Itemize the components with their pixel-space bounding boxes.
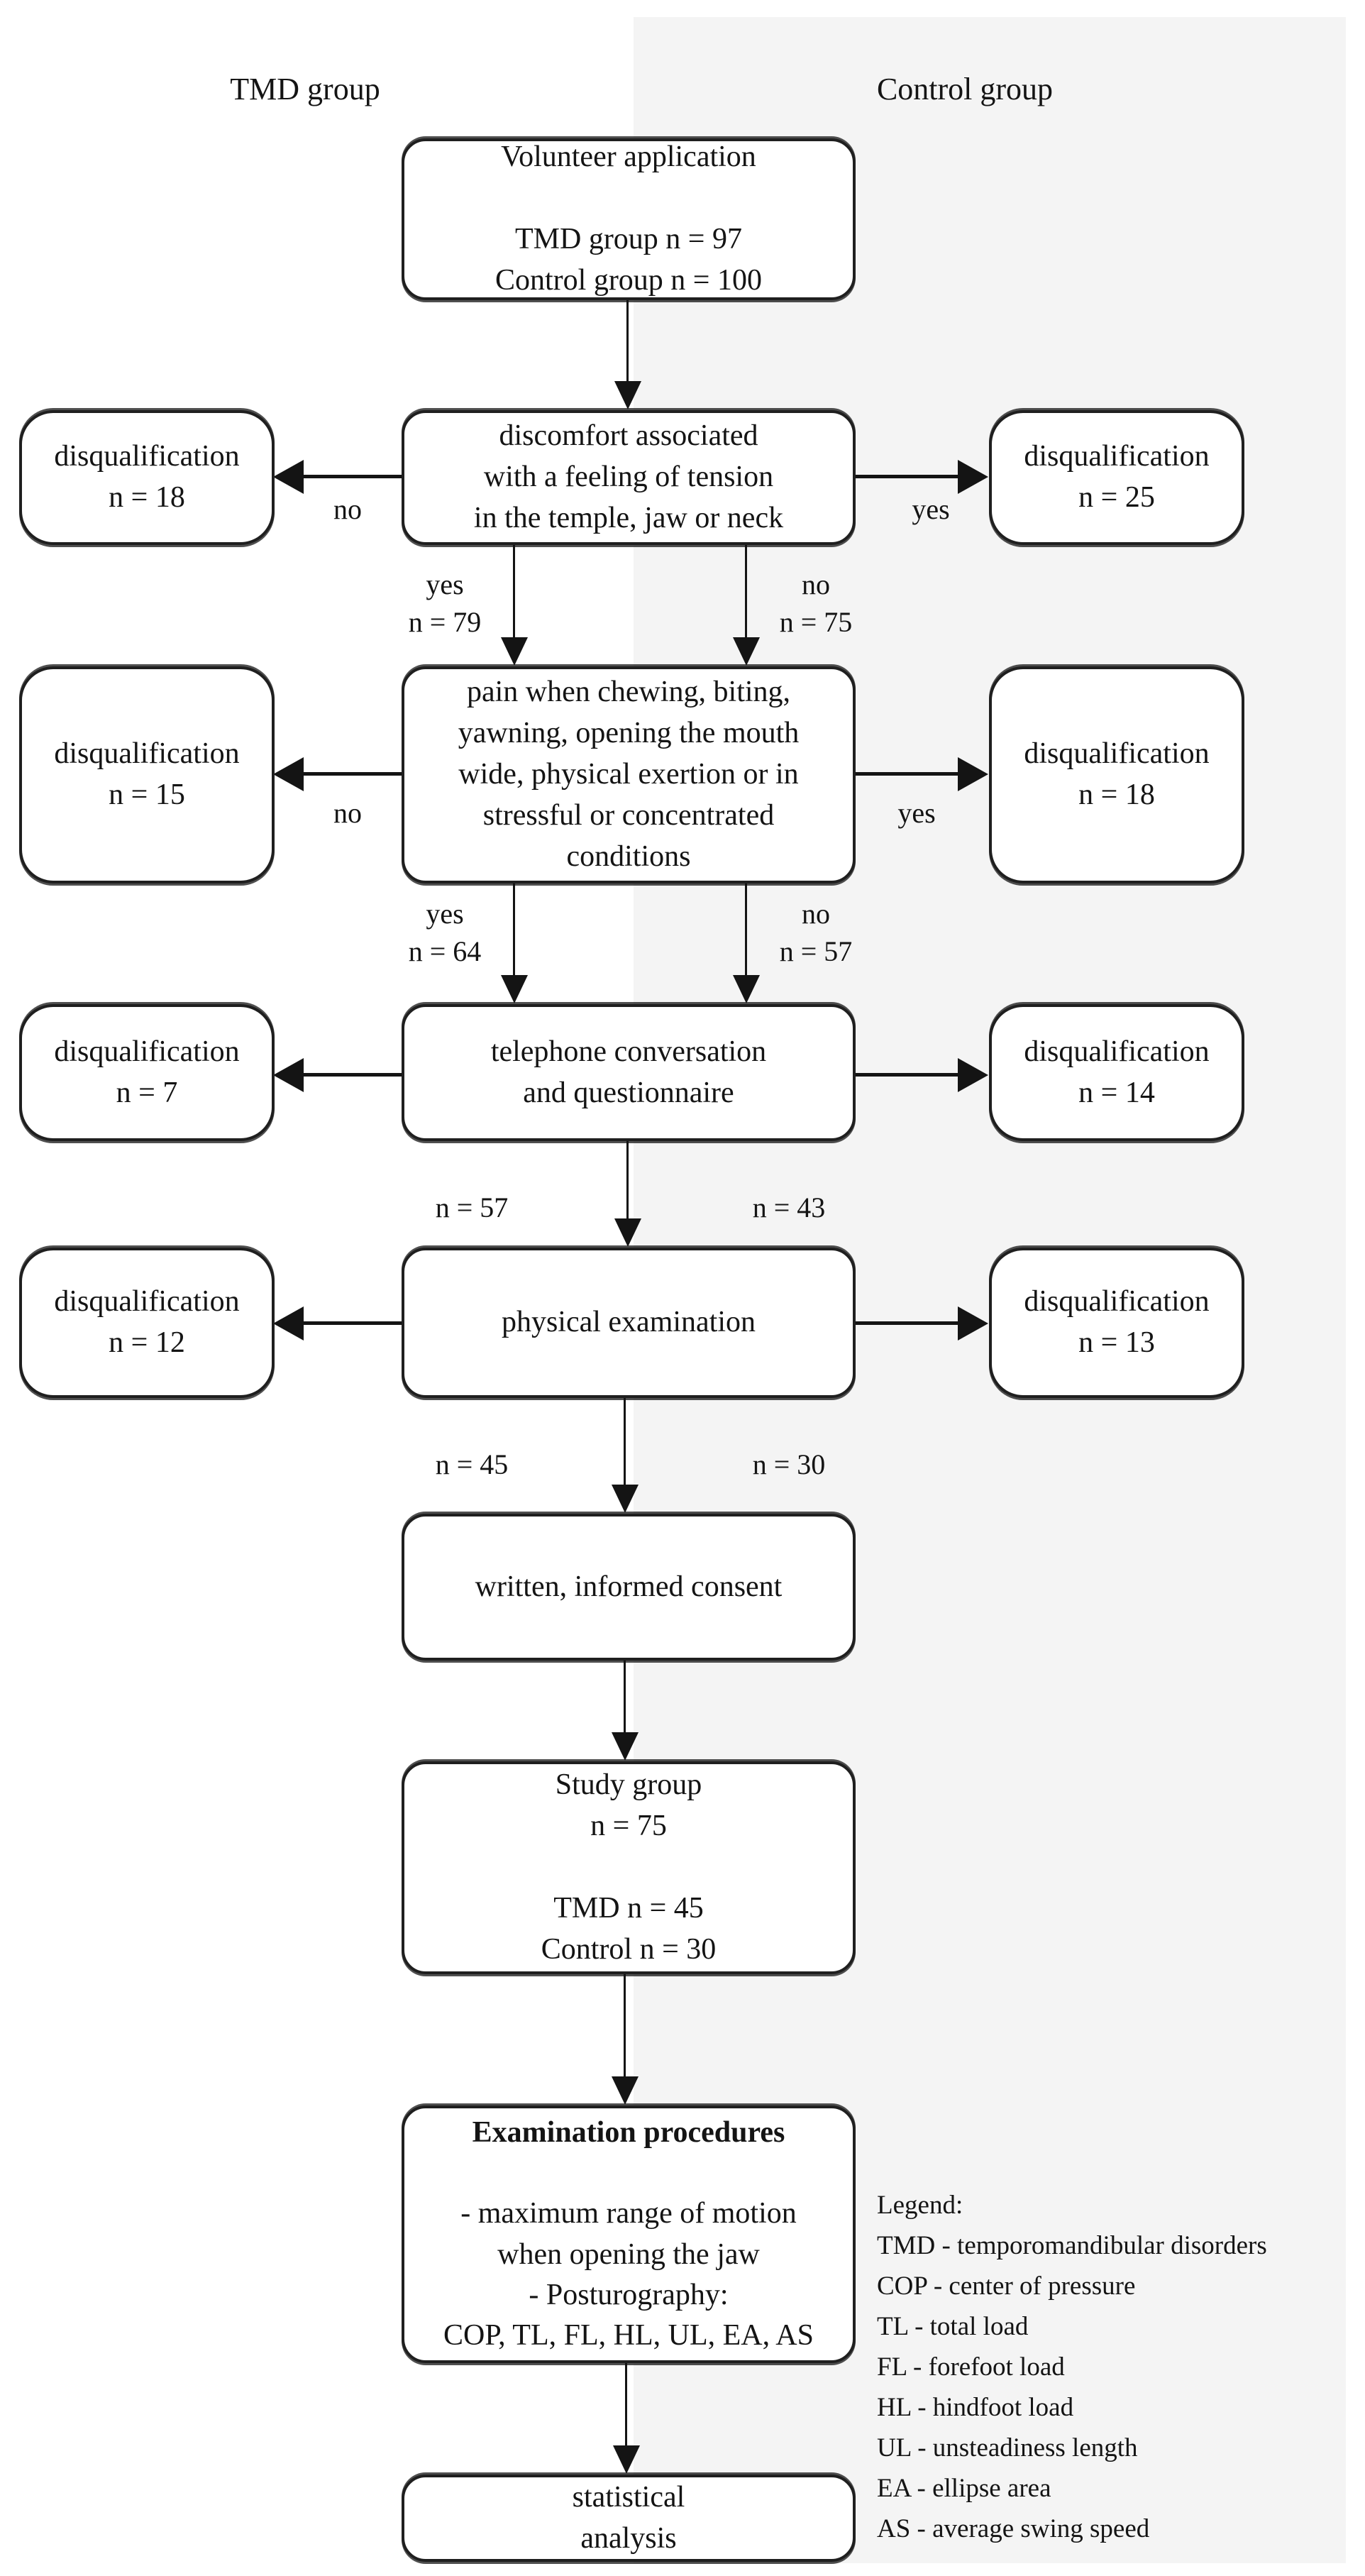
- arrow-discomfort-yes-down: [513, 545, 515, 638]
- box-written-informed-consent-text: written, informed consent: [475, 1570, 783, 1603]
- box-disqualification-discomfort-yes: disqualification n = 25: [989, 410, 1244, 545]
- box-telephone-questionnaire: telephone conversation and questionnaire: [402, 1004, 856, 1141]
- label-discomfort-yes: yes: [912, 493, 950, 525]
- arrow-physical-left: [304, 1321, 402, 1325]
- legend-title: Legend:: [877, 2191, 963, 2220]
- arrow-telephone-right: [856, 1073, 958, 1077]
- box-disqualification-pain-no: disqualification n = 15: [19, 666, 275, 884]
- legend-item-ea: EA - ellipse area: [877, 2474, 1051, 2503]
- box-disqualification-physical-left: disqualification n = 12: [19, 1248, 275, 1398]
- arrow-telephone-left: [304, 1073, 402, 1077]
- arrow-consent-to-study: [624, 1661, 626, 1733]
- box-examination-procedures: Examination procedures - maximum range o…: [402, 2106, 856, 2363]
- box-disqualification-discomfort-no: disqualification n = 18: [19, 410, 275, 545]
- label-pain-no: no: [333, 797, 362, 829]
- box-study-group: Study group n = 75 TMD n = 45 Control n …: [402, 1761, 856, 1974]
- label-physical-n30: n = 30: [752, 1448, 826, 1480]
- box-disqualification-telephone-left: disqualification n = 7: [19, 1004, 275, 1141]
- disqualification-text: disqualification n = 15: [54, 737, 240, 811]
- disqualification-text: disqualification n = 14: [1024, 1035, 1210, 1109]
- arrow-volunteer-to-discomfort: [626, 298, 629, 382]
- box-volunteer-application-text: Volunteer application TMD group n = 97 C…: [494, 141, 762, 297]
- label-pain-yes: yes: [897, 797, 936, 829]
- arrow-discomfort-yes-right: [856, 475, 958, 478]
- box-statistical-analysis: statistical analysis: [402, 2475, 856, 2562]
- box-disqualification-physical-right: disqualification n = 13: [989, 1248, 1244, 1398]
- label-discomfort-down-right: no n = 75: [779, 568, 853, 638]
- arrow-pain-no-down: [745, 884, 747, 976]
- label-discomfort-down-left: yes n = 79: [408, 568, 482, 638]
- disqualification-text: disqualification n = 18: [54, 440, 240, 514]
- box-examination-procedures-text: - maximum range of motion when opening t…: [443, 2197, 814, 2352]
- legend-item-tl: TL - total load: [877, 2312, 1029, 2341]
- box-discomfort-screening-text: discomfort associated with a feeling of …: [473, 419, 784, 534]
- arrow-study-to-examination: [624, 1974, 626, 2077]
- label-telephone-n57: n = 57: [435, 1191, 509, 1223]
- box-telephone-questionnaire-text: telephone conversation and questionnaire: [490, 1035, 767, 1109]
- box-discomfort-screening: discomfort associated with a feeling of …: [402, 410, 856, 545]
- label-pain-down-right: no n = 57: [779, 898, 853, 967]
- box-disqualification-pain-yes: disqualification n = 18: [989, 666, 1244, 884]
- column-header-control: Control group: [876, 72, 1054, 106]
- arrow-pain-yes-right: [856, 772, 958, 776]
- legend-item-tmd: TMD - temporomandibular disorders: [877, 2231, 1267, 2260]
- label-discomfort-no: no: [333, 493, 362, 525]
- disqualification-text: disqualification n = 12: [54, 1285, 240, 1359]
- column-header-tmd: TMD group: [230, 72, 380, 106]
- disqualification-text: disqualification n = 18: [1024, 737, 1210, 811]
- box-study-group-text: Study group n = 75 TMD n = 45 Control n …: [541, 1768, 717, 1966]
- box-pain-screening-text: pain when chewing, biting, yawning, open…: [458, 676, 800, 873]
- legend-item-cop: COP - center of pressure: [877, 2272, 1136, 2301]
- legend-item-fl: FL - forefoot load: [877, 2352, 1065, 2382]
- disqualification-text: disqualification n = 25: [1024, 440, 1210, 514]
- box-written-informed-consent: written, informed consent: [402, 1514, 856, 1661]
- legend-item-as: AS - average swing speed: [877, 2514, 1150, 2543]
- box-physical-examination-text: physical examination: [501, 1306, 756, 1339]
- legend-item-hl: HL - hindfoot load: [877, 2393, 1074, 2422]
- box-disqualification-telephone-right: disqualification n = 14: [989, 1004, 1244, 1141]
- arrow-physical-to-consent: [624, 1398, 626, 1485]
- arrow-discomfort-no-left: [304, 475, 402, 478]
- disqualification-text: disqualification n = 7: [54, 1035, 240, 1109]
- arrow-pain-no-left: [304, 772, 402, 776]
- legend: Legend: TMD - temporomandibular disorder…: [877, 2185, 1267, 2549]
- box-volunteer-application: Volunteer application TMD group n = 97 C…: [402, 138, 856, 300]
- label-physical-n45: n = 45: [435, 1448, 509, 1480]
- arrow-discomfort-no-down: [745, 545, 747, 638]
- arrow-telephone-to-physical: [626, 1141, 629, 1219]
- box-statistical-analysis-text: statistical analysis: [572, 2480, 685, 2555]
- label-telephone-n43: n = 43: [752, 1191, 826, 1223]
- arrow-physical-right: [856, 1321, 958, 1325]
- arrow-pain-yes-down: [513, 884, 515, 976]
- arrow-examination-to-statistical: [625, 2363, 627, 2446]
- disqualification-text: disqualification n = 13: [1024, 1285, 1210, 1359]
- label-pain-down-left: yes n = 64: [408, 898, 482, 967]
- box-pain-screening: pain when chewing, biting, yawning, open…: [402, 666, 856, 884]
- legend-item-ul: UL - unsteadiness length: [877, 2433, 1138, 2462]
- box-physical-examination: physical examination: [402, 1248, 856, 1398]
- box-examination-procedures-title: Examination procedures: [472, 2116, 785, 2150]
